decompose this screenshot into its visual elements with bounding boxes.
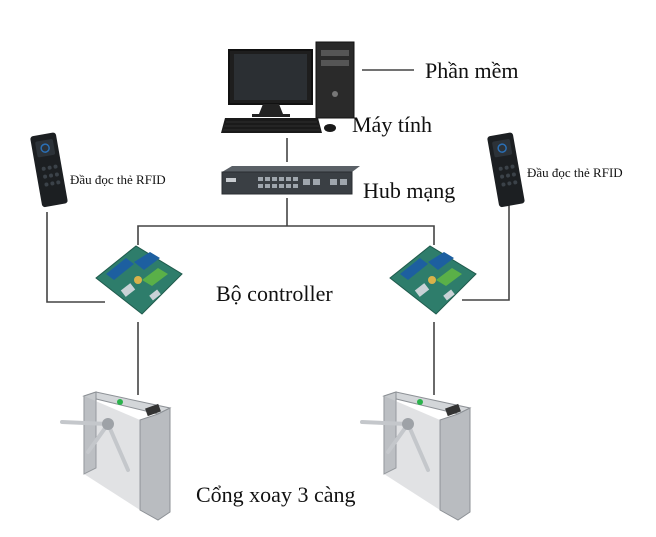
controller-board-icon xyxy=(95,245,183,315)
hub-controllers-bus xyxy=(137,225,435,245)
hub-label: Hub mạng xyxy=(363,178,456,203)
rfid-reader-icon xyxy=(487,132,525,208)
tower-drive-bay-2 xyxy=(321,60,349,66)
monitor-stand xyxy=(259,104,283,114)
tripod-turnstile-icon xyxy=(60,391,172,521)
left-reader-line xyxy=(46,212,105,303)
network-switch-icon xyxy=(221,166,360,195)
tower-power-button xyxy=(332,91,338,97)
desktop-computer-icon xyxy=(221,41,355,133)
rfid-reader-right-label: Đầu đọc thẻ RFID xyxy=(527,165,623,180)
rfid-reader-icon xyxy=(30,132,68,208)
tower-drive-bay xyxy=(321,50,349,56)
rfid-reader-left-label: Đầu đọc thẻ RFID xyxy=(70,172,166,187)
monitor-glass xyxy=(234,54,307,100)
controller-label: Bộ controller xyxy=(216,281,333,306)
connection-lines xyxy=(46,69,510,395)
switch-top xyxy=(222,166,360,172)
switch-front xyxy=(221,171,353,195)
turnstile-left-body xyxy=(139,407,171,521)
tripod-turnstile-icon xyxy=(360,391,472,521)
software-label: Phần mềm xyxy=(425,58,519,83)
right-reader-line xyxy=(462,204,510,301)
mouse xyxy=(324,124,336,132)
controller-board-icon xyxy=(389,245,477,315)
monitor-base xyxy=(252,114,290,117)
computer-label: Máy tính xyxy=(352,112,433,137)
turnstile-label: Cổng xoay 3 càng xyxy=(196,482,356,507)
turnstile-right-body xyxy=(439,407,471,521)
keyboard xyxy=(221,118,322,133)
